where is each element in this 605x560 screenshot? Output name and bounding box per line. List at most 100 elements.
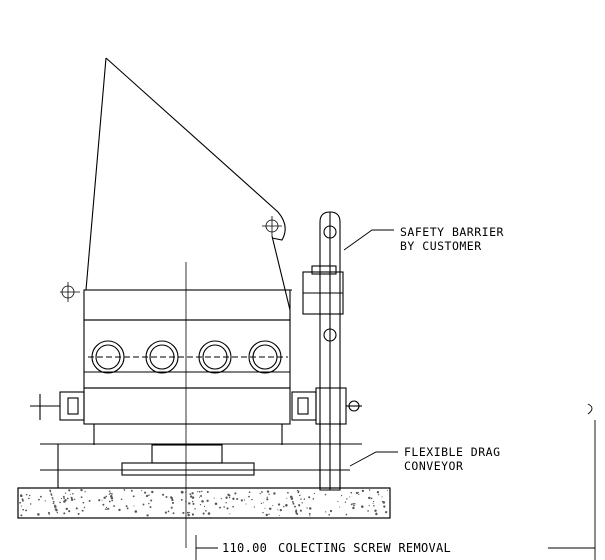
floor-stipple-dot (98, 499, 101, 502)
floor-stipple-dot (368, 496, 371, 500)
floor-stipple-dot (145, 494, 149, 498)
right-bearing (291, 387, 362, 425)
safety-barrier-label-line2: BY CUSTOMER (400, 239, 482, 253)
floor-stipple-dot (198, 490, 201, 493)
floor-stipple-dot (350, 491, 353, 494)
floor-stipple-dot (268, 513, 270, 515)
floor-stipple-dot (226, 507, 229, 510)
floor-stipple-dot (248, 495, 250, 498)
floor-stipple-dot (191, 513, 194, 516)
floor-stipple-dot (80, 488, 83, 492)
floor-stipple-dot (337, 500, 339, 503)
floor-stipple-dot (60, 497, 63, 500)
floor-stipple-dot (285, 504, 288, 507)
floor-stipple-dot (279, 515, 281, 516)
floor-stipple-dot (118, 508, 121, 512)
floor-stipple-dot (295, 510, 298, 513)
floor-stipple-dot (268, 493, 270, 496)
floor-stipple-dot (370, 497, 373, 500)
floor-stipple-dot (167, 510, 170, 513)
floor-stipple-dot (133, 505, 135, 507)
floor-stipple-dot (213, 497, 215, 499)
floor-stipple-dot (88, 499, 91, 502)
floor-stipple-dot (68, 489, 71, 492)
floor-stipple-dot (74, 498, 76, 501)
floor-stipple-dot (52, 498, 54, 500)
floor-stipple-dot (52, 500, 55, 503)
floor-stipple-dot (324, 493, 327, 496)
floor-stipple-dot (49, 491, 52, 493)
drag-conveyor-label-line1: FLEXIBLE DRAG (404, 445, 501, 459)
motor-cap (302, 265, 344, 315)
floor-stipple-dot (162, 493, 165, 496)
floor-stipple-dot (260, 502, 263, 505)
floor-stipple-dot (53, 502, 55, 504)
floor-stipple-dot (101, 499, 103, 501)
floor-stipple-dot (382, 501, 386, 504)
floor-stipple-dot (44, 500, 46, 502)
floor-stipple-dot (361, 489, 365, 493)
centerlines (60, 216, 282, 548)
floor-stipple-dot (328, 513, 331, 516)
floor-stipple-dot (344, 501, 347, 503)
floor-stipple-dot (187, 513, 190, 517)
floor-stipple-dot (28, 494, 31, 497)
floor-stipple-dot (266, 490, 270, 493)
safety-barrier-post (319, 211, 341, 491)
floor-stipple-dot (113, 505, 116, 507)
floor-stipple-dot (38, 498, 40, 501)
floor-stipple-dot (355, 491, 359, 495)
floor-stipple-dot (55, 509, 58, 512)
floor-stipple-dot (286, 497, 288, 499)
floor-stipple-dot (300, 498, 302, 500)
floor-stipple-dot (350, 503, 353, 506)
floor-stipple-dot (188, 502, 191, 505)
floor-stipple-dot (134, 510, 138, 513)
floor-stipple-dot (367, 510, 369, 512)
floor-stipple-dot (312, 498, 315, 500)
floor-stipple-dot (103, 496, 106, 499)
floor-stipple-dot (62, 495, 65, 498)
floor-stipple-dot (329, 509, 333, 513)
floor-stipple-dot (72, 493, 74, 495)
floor-stipple-dot (56, 512, 58, 514)
floor-stipple-dot (308, 512, 311, 515)
floor-stipple-dot (105, 506, 108, 509)
floor-stipple-dot (205, 509, 207, 512)
floor-stipple-dot (349, 496, 351, 498)
floor-stipple-dot (306, 507, 308, 509)
floor-slab (17, 487, 391, 519)
floor-stipple-dot (352, 502, 355, 505)
left-bearing (30, 391, 85, 421)
floor-stipple-dot (228, 496, 231, 499)
floor-stipple-dot (345, 513, 348, 516)
floor-stipple-dot (120, 498, 123, 500)
floor-stipple-dot (265, 513, 268, 517)
floor-stipple-dot (141, 490, 143, 492)
floor-stipple-dot (171, 501, 175, 504)
floor-stipple-dot (223, 506, 226, 508)
floor-stipple-dot (64, 492, 67, 494)
floor-stipple-dot (48, 513, 50, 515)
floor-stipple-dot (234, 492, 237, 495)
floor-stipple-dot (313, 492, 315, 495)
floor-stipple-dot (25, 493, 28, 496)
floor-stipple-dot (301, 502, 303, 504)
floor-stipple-dot (374, 509, 377, 513)
floor-stipple-dot (368, 504, 370, 507)
floor-stipple-dot (262, 511, 264, 514)
floor-stipple-dot (20, 514, 23, 517)
floor-stipple-dot (20, 505, 22, 507)
callout-leaders (343, 229, 398, 467)
floor-stipple-dot (186, 511, 189, 514)
floor-stipple-dot (47, 511, 50, 514)
floor-stipple-dot (266, 498, 269, 501)
floor-stipple-dot (229, 513, 231, 515)
floor-stipple-dot (151, 490, 154, 494)
floor-stipple-dot (80, 496, 83, 499)
floor-stipple-dot (227, 493, 230, 496)
floor-stipple-dot (273, 492, 276, 495)
floor-stipple-dot (206, 491, 209, 493)
floor-stipple-dot (142, 503, 145, 506)
